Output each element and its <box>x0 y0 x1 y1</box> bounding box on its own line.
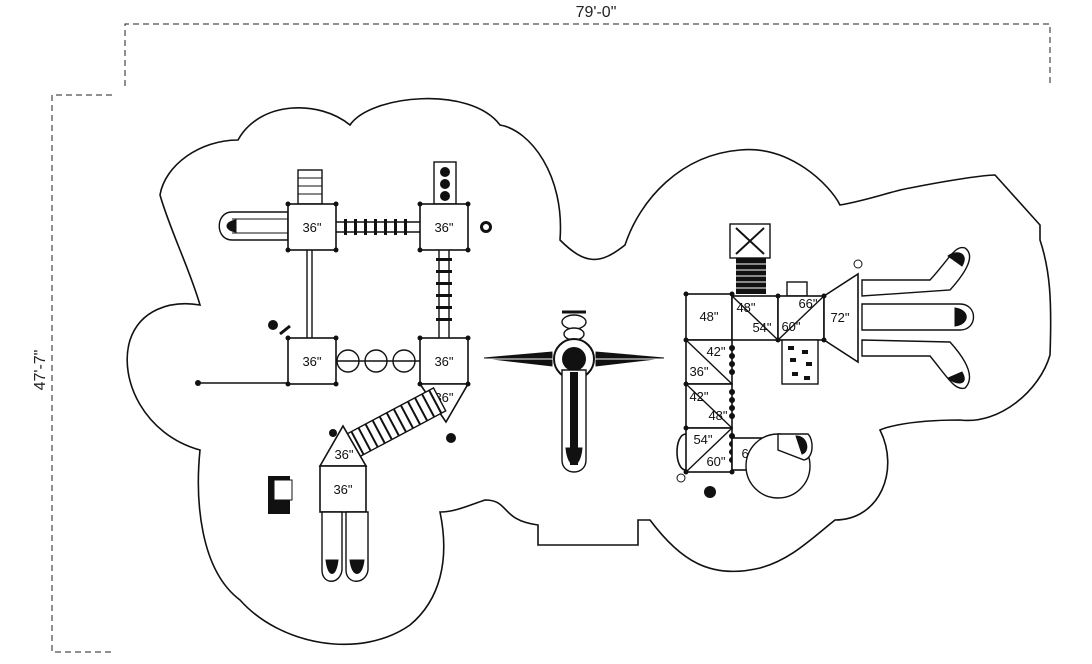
roof-panel-right <box>729 223 771 294</box>
depth-dimension <box>51 94 112 653</box>
deck-r11-label: 54" <box>693 432 712 447</box>
deck-r8-label: 36" <box>689 364 708 379</box>
freestanding-center <box>483 310 665 473</box>
ladder-top <box>297 169 323 205</box>
deck-2-label: 36" <box>434 220 453 235</box>
rung-bridge-left <box>336 349 420 373</box>
deck-r6-label: 72" <box>830 310 849 325</box>
steering-wheel-panel <box>480 221 492 233</box>
handrail-loop <box>676 433 716 498</box>
climbing-panel <box>781 339 819 385</box>
depth-label: 47'-7" <box>32 350 49 391</box>
panel-small-left <box>329 429 337 437</box>
bridge-top <box>336 219 420 235</box>
deck-r1 <box>685 293 733 341</box>
width-label: 79'-0" <box>576 4 617 21</box>
slide-top-left <box>218 211 289 241</box>
slides-bottom-left <box>321 511 369 582</box>
deck-1-label: 36" <box>302 220 321 235</box>
track-ride <box>195 380 288 386</box>
deck-r1-label: 48" <box>699 309 718 324</box>
panel-spinner-left <box>268 320 291 336</box>
slides-right <box>861 246 975 390</box>
spiral-slide <box>745 433 813 499</box>
deck-7-label: 36" <box>333 482 352 497</box>
deck-r7-label: 42" <box>706 344 725 359</box>
deck-r10-label: 48" <box>708 408 727 423</box>
deck-1 <box>287 203 337 251</box>
deck-posts <box>285 201 863 475</box>
climber-top <box>433 161 457 205</box>
deck-2 <box>419 203 469 251</box>
deck-r9-label: 42" <box>689 389 708 404</box>
post-link <box>306 250 313 338</box>
deck-r4-label: 66" <box>798 296 817 311</box>
bridge-vertical <box>436 250 452 338</box>
deck-3 <box>287 337 337 385</box>
deck-4-label: 36" <box>434 354 453 369</box>
deck-r2-label: 48" <box>736 300 755 315</box>
deck-r5-label: 60" <box>781 319 800 334</box>
deck-4 <box>419 337 469 385</box>
roof-panel-left <box>268 476 293 514</box>
deck-r12-label: 60" <box>706 454 725 469</box>
deck-7 <box>319 465 367 513</box>
ladder-right <box>786 281 808 297</box>
deck-r6 <box>823 272 859 364</box>
panel-spinner-right <box>446 433 456 443</box>
deck-r3-label: 54" <box>752 320 771 335</box>
deck-6-label: 36" <box>334 447 353 462</box>
width-dimension <box>124 23 1051 86</box>
deck-3-label: 36" <box>302 354 321 369</box>
